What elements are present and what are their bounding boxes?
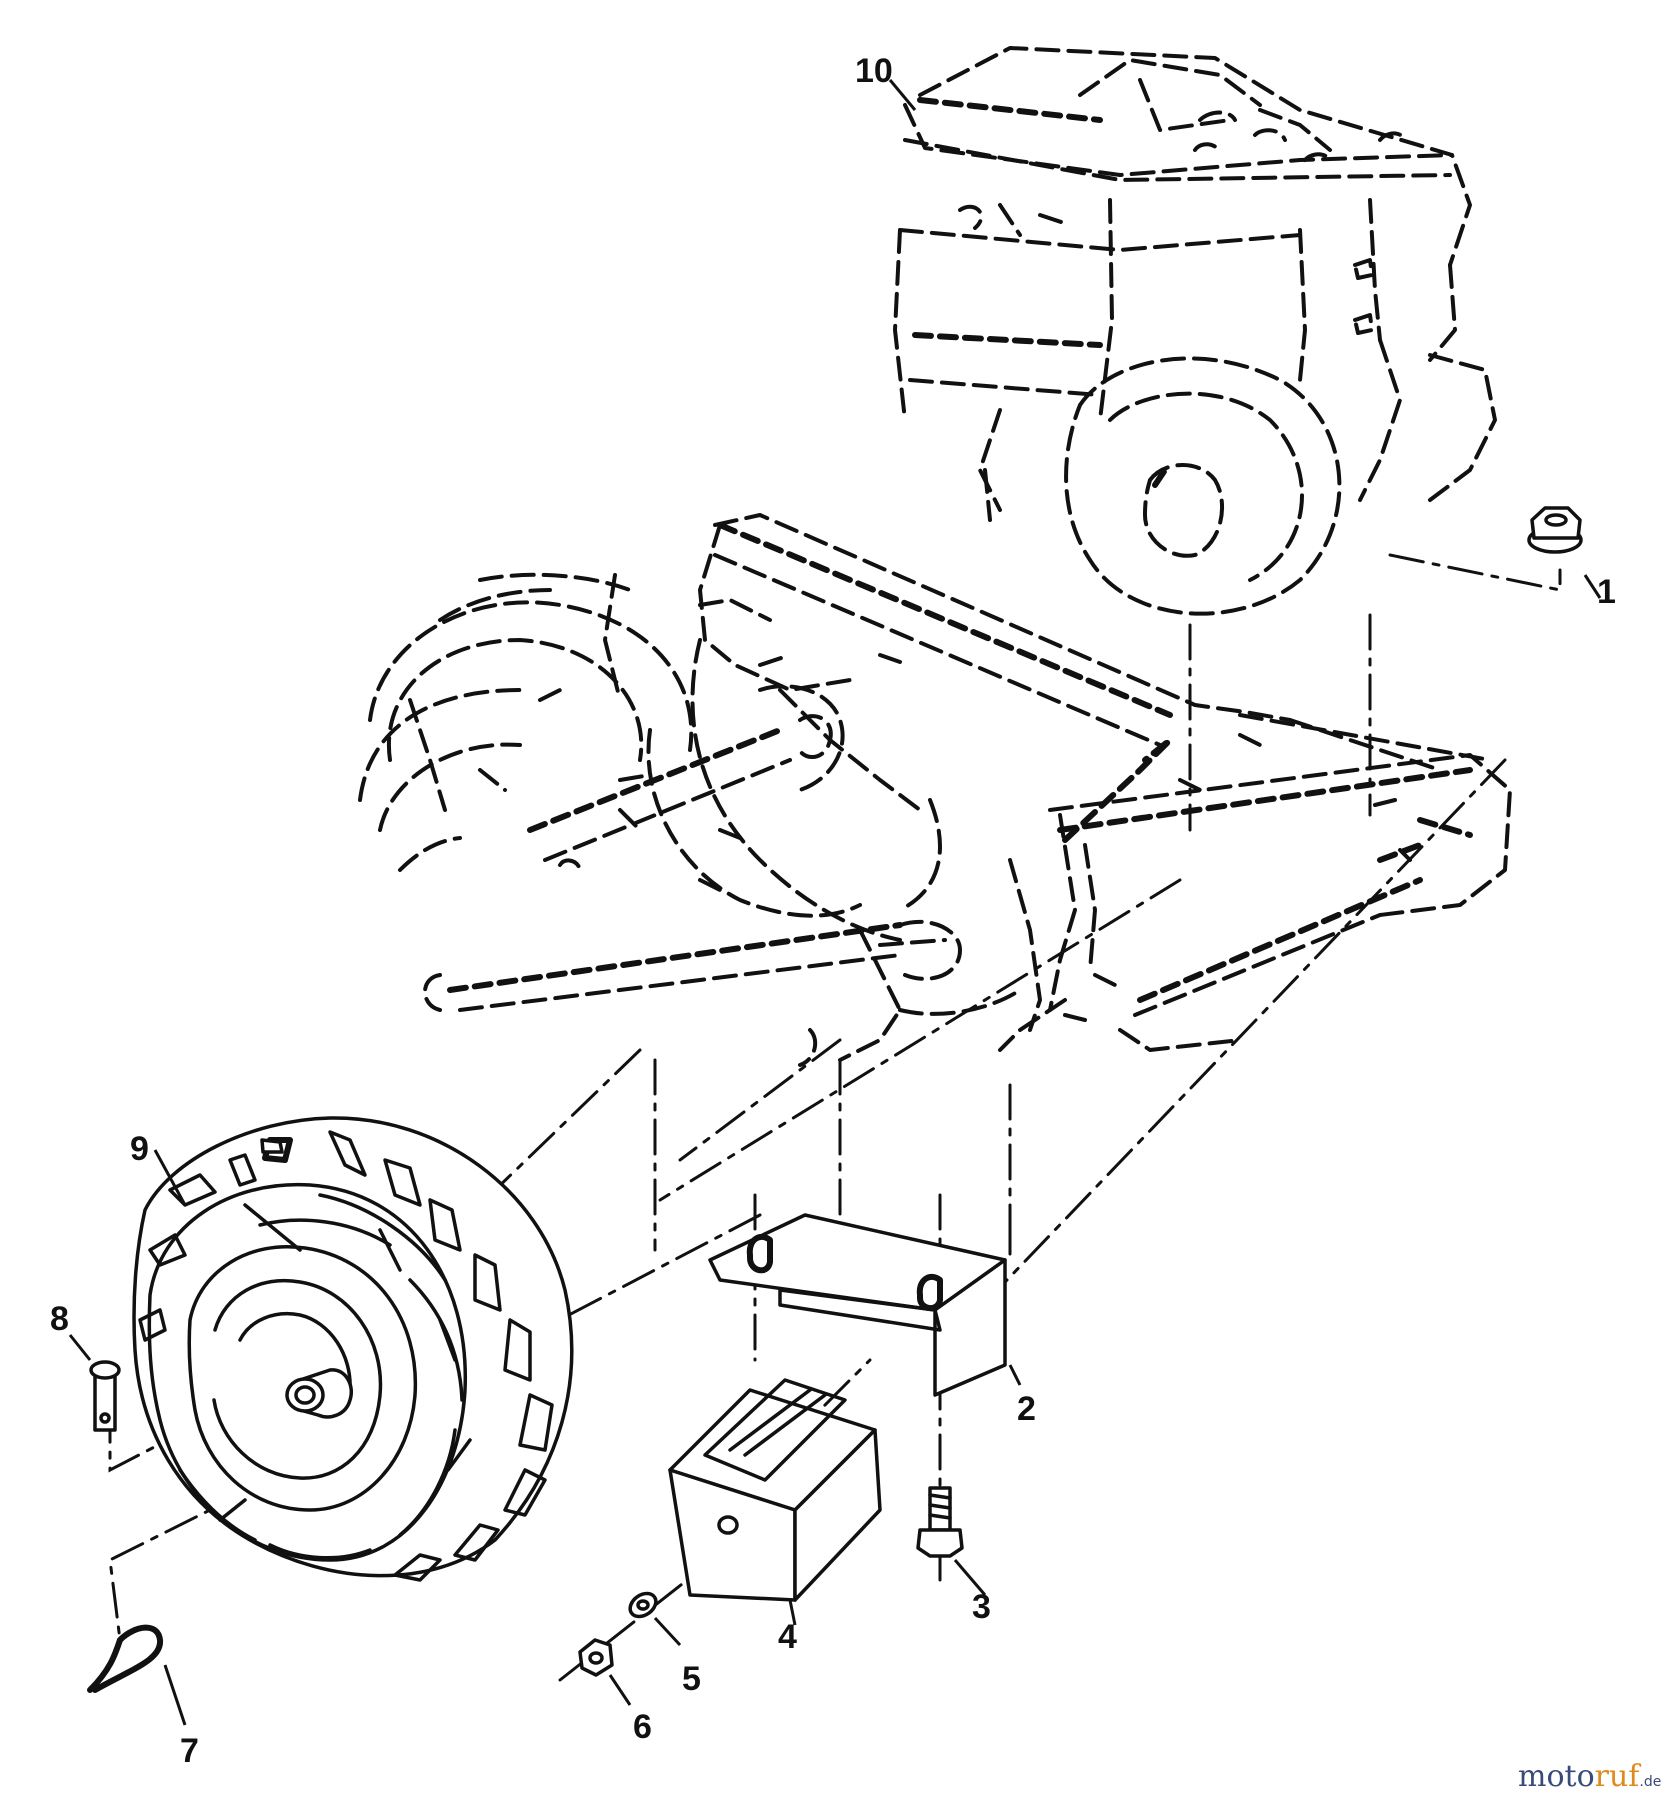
callout-8: 8 bbox=[50, 1300, 69, 1338]
clevis-pin-part-8 bbox=[89, 1360, 121, 1432]
engine-phantom bbox=[893, 46, 1497, 616]
svg-text:motoruf.de: motoruf.de bbox=[1518, 1759, 1661, 1794]
leader-lines bbox=[68, 79, 1602, 1726]
nut-part-6 bbox=[578, 1638, 614, 1677]
watermark-part2: ruf bbox=[1595, 1759, 1642, 1794]
bolt-part-3 bbox=[916, 1486, 964, 1558]
wheel-tire-part-9 bbox=[132, 1116, 574, 1582]
washer-part-5 bbox=[628, 1591, 658, 1619]
tiller-frame-phantom bbox=[358, 513, 1512, 1067]
flange-nut-part-1 bbox=[1527, 506, 1583, 554]
callout-1: 1 bbox=[1597, 573, 1616, 611]
callout-3: 3 bbox=[972, 1588, 991, 1626]
callout-9: 9 bbox=[130, 1130, 149, 1168]
watermark-logo: motoruf.de bbox=[1518, 1759, 1661, 1794]
callout-7: 7 bbox=[180, 1732, 199, 1770]
weight-part-4 bbox=[668, 1378, 882, 1602]
watermark-part1: moto bbox=[1518, 1759, 1595, 1794]
callout-2: 2 bbox=[1017, 1390, 1036, 1428]
watermark-suffix: .de bbox=[1639, 1774, 1661, 1790]
callout-5: 5 bbox=[682, 1660, 701, 1698]
callout-labels: 10 1 2 3 4 5 6 7 8 9 bbox=[50, 52, 1616, 1770]
bracket-part-2 bbox=[708, 1213, 1007, 1397]
hairpin-part-7 bbox=[87, 1624, 163, 1693]
callout-6: 6 bbox=[633, 1708, 652, 1746]
callout-4: 4 bbox=[778, 1618, 797, 1656]
callout-10: 10 bbox=[855, 52, 893, 90]
